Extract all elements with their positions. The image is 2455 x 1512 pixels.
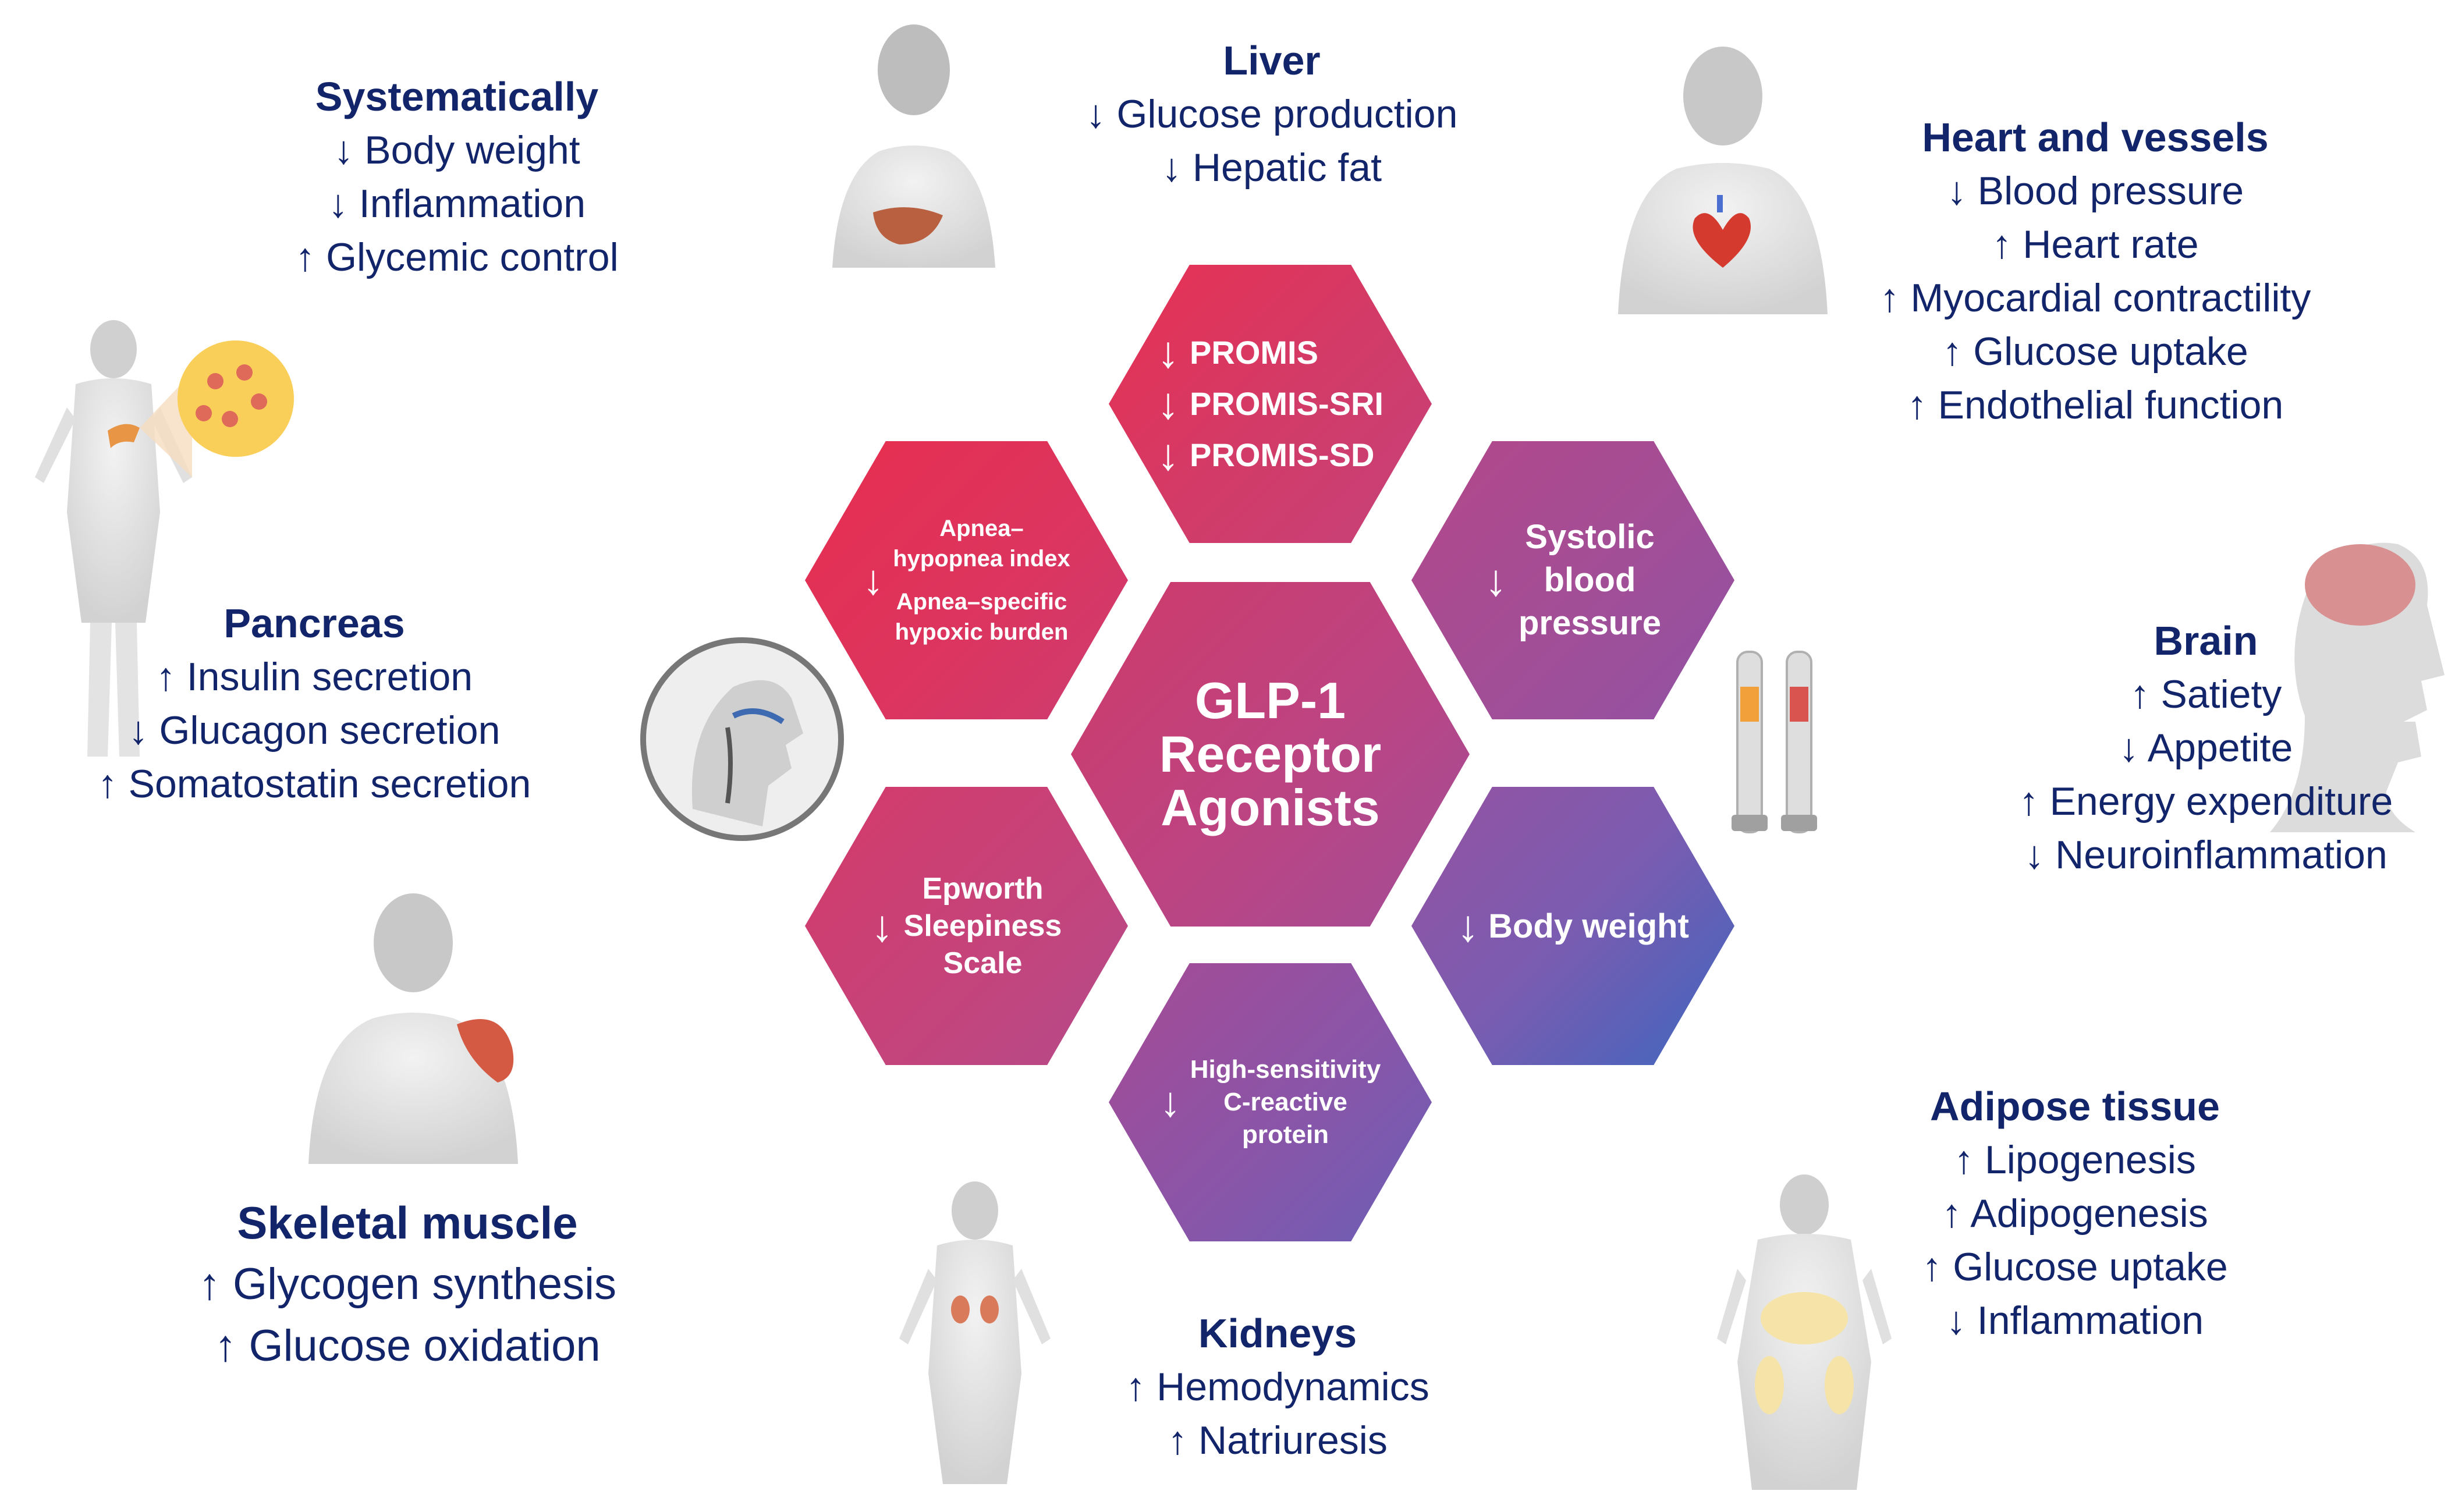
injection-pens-icon	[1732, 651, 1817, 833]
heart-item: ↑ Endothelial function	[1907, 383, 2284, 427]
kidneys-title: Kidneys	[1198, 1311, 1357, 1356]
liver-item: ↓ Glucose production	[1085, 92, 1458, 136]
hex-promis: ↓ ↓ ↓ PROMIS PROMIS-SRI PROMIS-SD	[1109, 265, 1432, 543]
sleep-apnea-head-icon	[640, 637, 844, 841]
center-title-line: Agonists	[1161, 779, 1380, 836]
down-arrow-icon: ↓	[1157, 379, 1180, 428]
down-arrow-icon: ↓	[1157, 430, 1180, 480]
hex-crp: ↓ High-sensitivity C-reactive protein	[1109, 963, 1432, 1241]
kidneys-group: Kidneys ↑ Hemodynamics ↑ Natriuresis	[1045, 1307, 1510, 1467]
skeletal-item: ↑ Glucose oxidation	[214, 1321, 601, 1371]
skeletal-muscle-figure-icon	[308, 893, 518, 1164]
brain-group: Brain ↑ Satiety ↓ Appetite ↑ Energy expe…	[1961, 614, 2450, 882]
hex-apnea-line: hypoxic burden	[895, 619, 1069, 645]
down-arrow-icon: ↓	[1457, 901, 1480, 951]
down-arrow-icon: ↓	[863, 557, 884, 604]
hex-systolic: ↓ Systolic blood pressure	[1411, 441, 1734, 719]
adipose-item: ↓ Inflammation	[1946, 1298, 2204, 1343]
hex-body-weight-label: Body weight	[1488, 907, 1689, 945]
heart-item: ↑ Glucose uptake	[1942, 329, 2248, 374]
hex-promis-line: PROMIS-SD	[1190, 436, 1375, 473]
adipose-item: ↑ Adipogenesis	[1942, 1191, 2208, 1236]
pancreas-item: ↑ Insulin secretion	[155, 655, 473, 699]
adipose-item: ↑ Glucose uptake	[1922, 1245, 2228, 1289]
down-arrow-icon: ↓	[1159, 1079, 1181, 1126]
hex-crp-line: High-sensitivity	[1190, 1055, 1381, 1084]
hex-apnea-line: hypopnea index	[893, 546, 1070, 572]
hex-shape	[1109, 265, 1432, 543]
kidneys-item: ↑ Hemodynamics	[1126, 1365, 1429, 1409]
heart-group: Heart and vessels ↓ Blood pressure ↑ Hea…	[1822, 111, 2369, 432]
adipose-group: Adipose tissue ↑ Lipogenesis ↑ Adipogene…	[1851, 1080, 2299, 1347]
down-arrow-icon: ↓	[871, 901, 893, 951]
pancreas-figure-icon	[35, 320, 294, 757]
adipose-figure-icon	[1717, 1174, 1892, 1490]
hex-systolic-line: Systolic	[1525, 518, 1655, 556]
hex-epworth-line: Sleepiness	[903, 909, 1062, 943]
heart-item: ↑ Myocardial contractility	[1879, 276, 2311, 320]
heart-item: ↓ Blood pressure	[1946, 169, 2244, 213]
hex-promis-line: PROMIS	[1190, 334, 1318, 371]
heart-figure-icon	[1618, 47, 1828, 314]
brain-item: ↑ Satiety	[2130, 672, 2282, 716]
skeletal-group: Skeletal muscle ↑ Glycogen synthesis ↑ G…	[163, 1192, 652, 1377]
skeletal-item: ↑ Glycogen synthesis	[198, 1259, 617, 1309]
liver-figure-icon	[832, 24, 995, 268]
hex-center: GLP-1 Receptor Agonists	[1071, 582, 1470, 927]
heart-item: ↑ Heart rate	[1992, 222, 2199, 267]
hex-systolic-line: blood	[1544, 561, 1636, 599]
brain-figure-icon	[2270, 542, 2445, 832]
systematically-title: Systematically	[315, 74, 599, 119]
kidneys-item: ↑ Natriuresis	[1168, 1418, 1388, 1463]
hex-promis-line: PROMIS-SRI	[1190, 385, 1383, 422]
hex-epworth: ↓ Epworth Sleepiness Scale	[805, 787, 1128, 1065]
hex-apnea-line: Apnea–	[939, 516, 1024, 541]
hex-crp-line: C-reactive	[1223, 1088, 1347, 1116]
skeletal-title: Skeletal muscle	[237, 1197, 578, 1248]
adipose-item: ↑ Lipogenesis	[1954, 1138, 2196, 1182]
hex-apnea-line: Apnea–specific	[896, 589, 1067, 615]
center-title-line: GLP-1	[1194, 672, 1346, 729]
systematically-group: Systematically ↓ Body weight ↓ Inflammat…	[224, 70, 690, 284]
pancreas-item: ↑ Somatostatin secretion	[97, 762, 531, 806]
systematically-item: ↓ Body weight	[334, 128, 580, 172]
liver-group: Liver ↓ Glucose production ↓ Hepatic fat	[1039, 34, 1505, 194]
brain-item: ↑ Energy expenditure	[2018, 779, 2393, 824]
systematically-item: ↓ Inflammation	[328, 182, 586, 226]
hex-body-weight: ↓ Body weight	[1411, 787, 1734, 1065]
pancreas-item: ↓ Glucagon secretion	[128, 708, 501, 753]
kidneys-figure-icon	[899, 1181, 1051, 1484]
liver-item: ↓ Hepatic fat	[1162, 145, 1382, 190]
hex-epworth-line: Scale	[943, 946, 1023, 980]
down-arrow-icon: ↓	[1484, 555, 1507, 605]
hex-epworth-line: Epworth	[922, 872, 1044, 906]
brain-title: Brain	[2154, 618, 2258, 663]
liver-title: Liver	[1223, 38, 1321, 83]
pancreas-group: Pancreas ↑ Insulin secretion ↓ Glucagon …	[58, 597, 570, 811]
hex-systolic-line: pressure	[1518, 604, 1662, 642]
hex-apnea: ↓ Apnea– hypopnea index Apnea–specific h…	[805, 441, 1128, 719]
down-arrow-icon: ↓	[1157, 328, 1180, 377]
adipose-title: Adipose tissue	[1930, 1084, 2220, 1129]
pancreas-title: Pancreas	[223, 601, 405, 646]
heart-title: Heart and vessels	[1922, 115, 2269, 160]
center-title-line: Receptor	[1159, 725, 1382, 783]
brain-item: ↓ Appetite	[2119, 726, 2293, 770]
hex-crp-line: protein	[1241, 1120, 1329, 1149]
brain-item: ↓ Neuroinflammation	[2024, 833, 2387, 877]
systematically-item: ↑ Glycemic control	[295, 235, 619, 279]
